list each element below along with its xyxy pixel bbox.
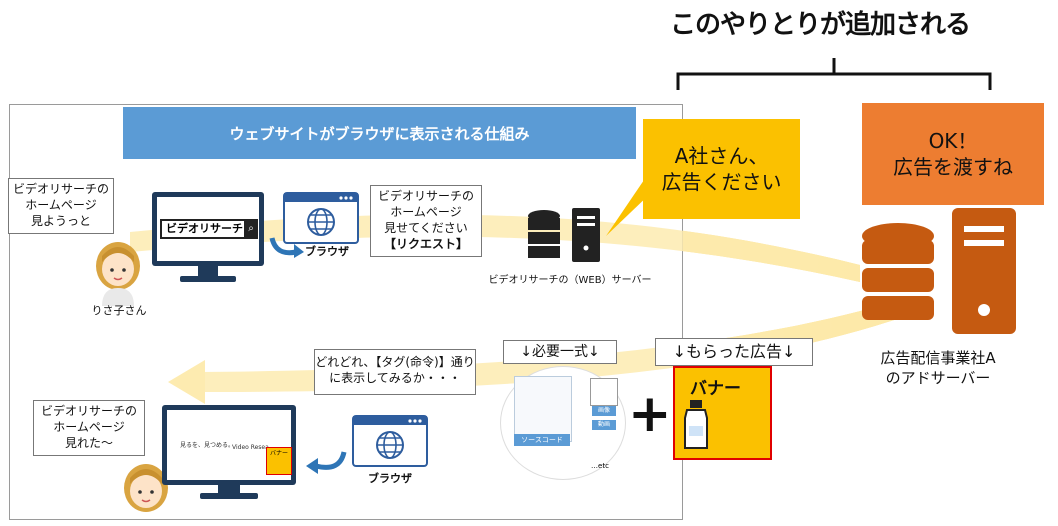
bottle-icon (684, 400, 708, 449)
browser-label-bottom: ブラウザ (368, 472, 412, 485)
source-code-label: ソースコード (514, 434, 570, 446)
bubble-line: 見せてください (384, 221, 468, 235)
search-box: ビデオリサーチ (160, 219, 248, 239)
diagram-title: このやりとりが追加される (669, 10, 971, 40)
browser-label-top: ブラウザ (305, 245, 349, 258)
curved-arrow-icon (306, 451, 347, 474)
browser-window-bottom (352, 415, 428, 467)
video-tag: 動画 (592, 420, 616, 430)
panel-header: ウェブサイトがブラウザに表示される仕組み (123, 107, 636, 159)
banner-label: バナー (690, 379, 741, 399)
request-speech-bubble: ビデオリサーチの ホームページ 見せてください 【リクエスト】 (370, 185, 482, 257)
image-tag: 画像 (592, 406, 616, 416)
user-name: りさ子さん (91, 304, 147, 317)
callout-ok: OK！ 広告を渡すね (862, 103, 1044, 205)
bubble-line: 見ようっと (30, 214, 91, 228)
bubble-line: ビデオリサーチの (40, 404, 137, 418)
ad-server-label: 広告配信事業社A のアドサーバー (858, 348, 1018, 388)
media-thumbnail (590, 378, 618, 406)
bubble-line: 見れた～ (64, 436, 113, 450)
callout-line: 広告ください (661, 170, 782, 194)
label-line: のアドサーバー (885, 369, 991, 387)
web-server-icon (528, 208, 600, 262)
required-set-label: ↓必要一式↓ (503, 340, 617, 364)
bubble-line: ホームページ (390, 205, 462, 219)
bubble-line: どれどれ、【タグ(命令)】通り (315, 355, 475, 369)
search-icon: ⌕ (244, 219, 258, 239)
bracket (676, 58, 992, 90)
callout-line: OK！ (928, 129, 978, 153)
callout-tail (606, 180, 654, 236)
browser-window-top (283, 192, 359, 244)
callout-a-company: A社さん、 広告ください (643, 119, 800, 219)
source-code-doc (514, 376, 572, 442)
user-avatar-top (96, 242, 140, 306)
ad-server-icon (862, 208, 1016, 334)
bubble-line: に表示してみるか・・・ (329, 371, 461, 385)
plus-icon: + (628, 384, 672, 444)
screen-logo: Video Resea (232, 444, 269, 451)
bubble-line: 【リクエスト】 (383, 237, 468, 251)
screen-tagline: 見るを、見つめる。 (180, 442, 235, 449)
received-ad-label: ↓もらった広告↓ (655, 338, 813, 366)
etc-label: …etc (591, 462, 609, 470)
bubble-line: ビデオリサーチの (12, 182, 109, 196)
screen-banner: バナー (266, 447, 292, 475)
curved-arrow-icon (269, 237, 304, 258)
bubble-line: ホームページ (53, 420, 125, 434)
user-avatar-bottom (124, 464, 168, 512)
tag-speech-bubble: どれどれ、【タグ(命令)】通り に表示してみるか・・・ (314, 349, 476, 395)
user-speech-bubble-top: ビデオリサーチの ホームページ 見ようっと (8, 178, 114, 234)
label-line: 広告配信事業社A (880, 349, 996, 367)
callout-line: 広告を渡すね (893, 155, 1013, 179)
user-speech-bubble-bottom: ビデオリサーチの ホームページ 見れた～ (33, 400, 145, 456)
bubble-line: ビデオリサーチの (377, 189, 474, 203)
callout-line: A社さん、 (674, 144, 769, 168)
web-server-label: ビデオリサーチの（WEB）サーバー (488, 275, 652, 286)
monitor-bottom (162, 405, 296, 499)
bubble-line: ホームページ (25, 198, 97, 212)
